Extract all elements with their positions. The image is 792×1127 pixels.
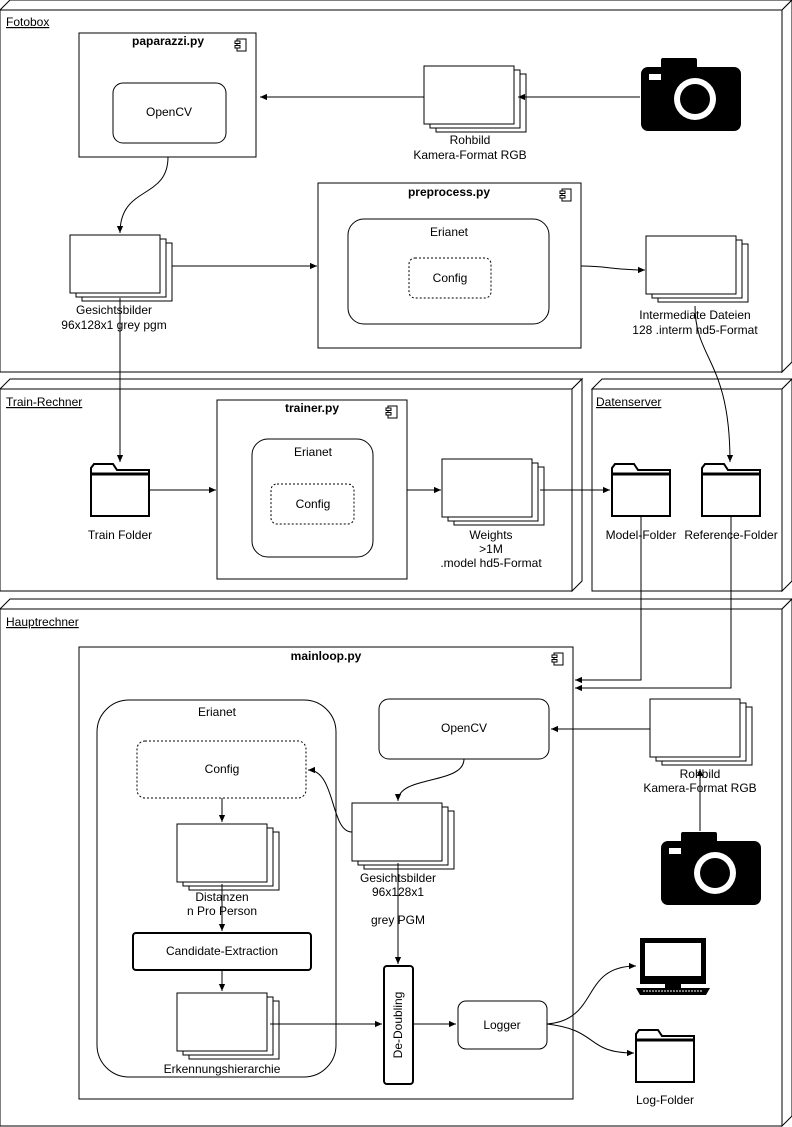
- component-icon: [559, 188, 572, 202]
- camera-icon: [641, 58, 741, 131]
- folder-icon: [89, 462, 151, 518]
- component-label-paparazzi: paparazzi.py: [132, 34, 204, 48]
- node-label-datenserver: Datenserver: [596, 395, 661, 409]
- component-label-preprocess: preprocess.py: [408, 185, 490, 199]
- svg-text:96x128x1 grey pgm: 96x128x1 grey pgm: [61, 318, 166, 332]
- artifact-rohbild-top: Rohbild Kamera-Format RGB: [413, 65, 527, 162]
- folder-icon: [610, 462, 672, 518]
- config-label-trainer: Config: [296, 497, 331, 511]
- node-label-train-rechner: Train-Rechner: [6, 395, 82, 409]
- svg-text:.model hd5-Format: .model hd5-Format: [440, 556, 542, 570]
- component-icon: [234, 38, 247, 52]
- artifact-gesichtsbilder-top: Gesichtsbilder 96x128x1 grey pgm: [61, 234, 173, 332]
- folder-log: Log-Folder: [634, 1028, 696, 1107]
- svg-text:De-Doubling: De-Doubling: [391, 992, 405, 1059]
- artifact-weights: Weights >1M .model hd5-Format: [440, 458, 545, 570]
- svg-text:Erkennungshierarchie: Erkennungshierarchie: [164, 1062, 281, 1076]
- node-label-fotobox: Fotobox: [6, 15, 49, 29]
- component-icon: [385, 405, 398, 419]
- logger-box: Logger: [457, 1000, 548, 1050]
- component-label-mainloop: mainloop.py: [291, 649, 362, 663]
- monitor-icon: [636, 938, 710, 995]
- de-doubling-box: De-Doubling: [383, 965, 414, 1085]
- config-label-preprocess: Config: [433, 271, 468, 285]
- folder-icon: [634, 1028, 696, 1084]
- config-label-main: Config: [205, 762, 240, 776]
- svg-text:Kamera-Format RGB: Kamera-Format RGB: [413, 148, 526, 162]
- folder-train: Train Folder: [88, 462, 152, 542]
- svg-text:Weights: Weights: [469, 528, 512, 542]
- component-icon: [551, 652, 564, 666]
- opencv-label-main: OpenCV: [441, 721, 487, 735]
- svg-text:Rohbild: Rohbild: [450, 133, 491, 147]
- component-paparazzi: paparazzi.py OpenCV: [78, 32, 257, 158]
- artifact-intermediate: Intermediate Dateien 128 .interm hd5-For…: [632, 235, 758, 337]
- component-trainer: trainer.py Erianet Config: [216, 399, 408, 580]
- svg-text:Log-Folder: Log-Folder: [636, 1093, 694, 1107]
- candidate-extraction-box: Candidate-Extraction: [132, 932, 312, 971]
- component-preprocess: preprocess.py Erianet Config: [317, 182, 582, 349]
- svg-text:>1M: >1M: [479, 542, 503, 556]
- opencv-main: OpenCV: [378, 698, 550, 760]
- svg-text:128 .interm hd5-Format: 128 .interm hd5-Format: [632, 323, 758, 337]
- erianet-label-preprocess: Erianet: [430, 225, 469, 239]
- svg-text:Candidate-Extraction: Candidate-Extraction: [166, 944, 278, 958]
- camera-icon: [661, 832, 761, 905]
- erianet-label-main: Erianet: [198, 705, 237, 719]
- artifact-erkennungshierarchie: Erkennungshierarchie: [164, 992, 281, 1076]
- component-label-trainer: trainer.py: [285, 401, 339, 415]
- svg-text:Train Folder: Train Folder: [88, 528, 152, 542]
- svg-text:Gesichtsbilder: Gesichtsbilder: [76, 303, 152, 317]
- svg-text:Logger: Logger: [483, 1018, 520, 1032]
- erianet-label-trainer: Erianet: [294, 445, 333, 459]
- connectors: [116, 93, 734, 1057]
- opencv-label-top: OpenCV: [146, 105, 192, 119]
- node-label-hauptrechner: Hauptrechner: [6, 615, 79, 629]
- folder-icon: [700, 462, 762, 518]
